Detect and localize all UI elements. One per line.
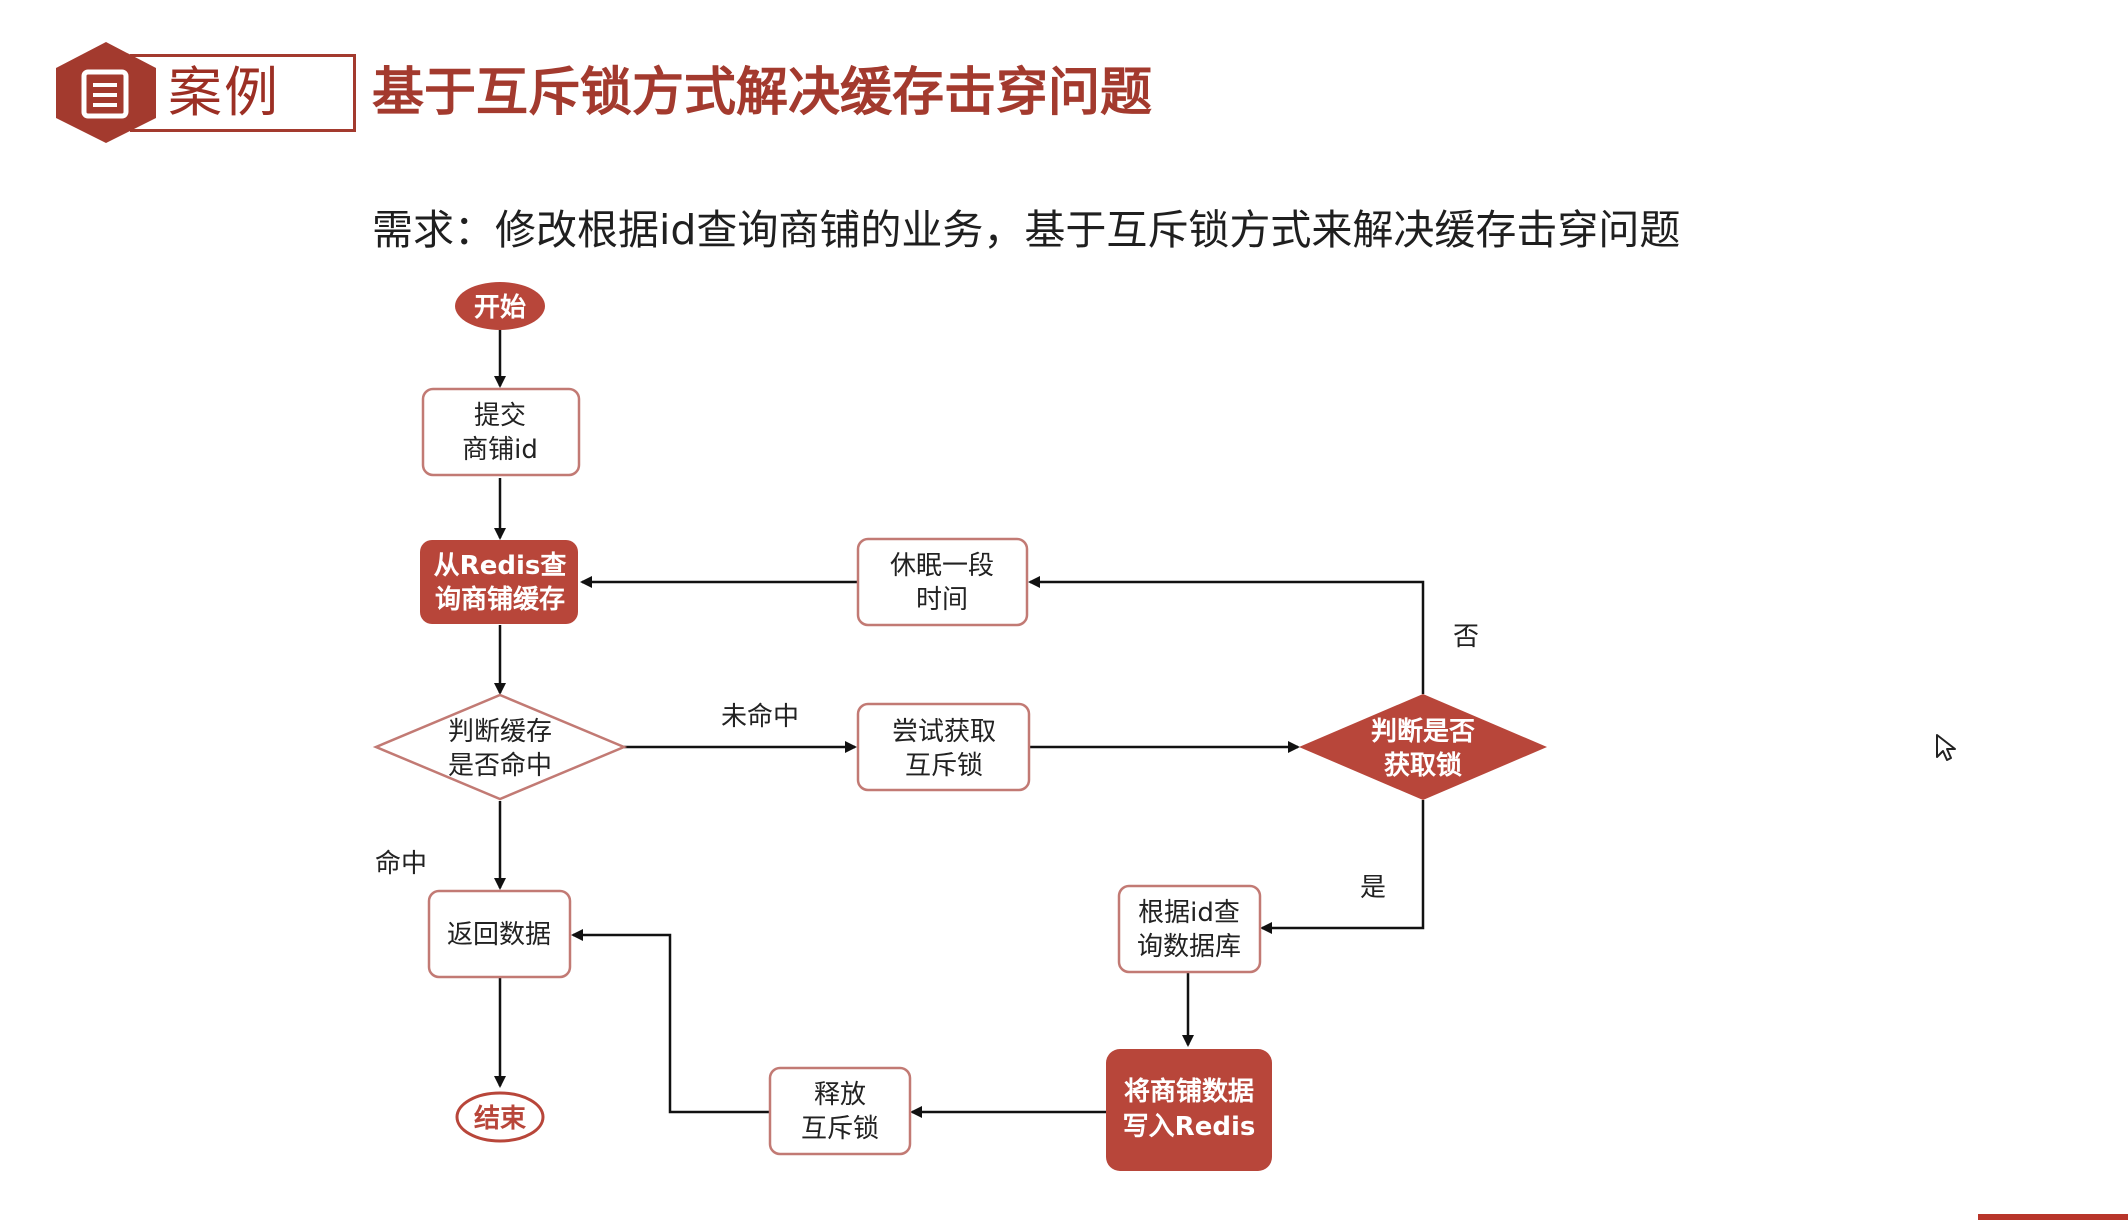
document-list-icon (56, 42, 156, 143)
node-try-lock-line2: 互斥锁 (905, 751, 983, 781)
edge-label-yes: 是 (1360, 873, 1386, 903)
badge-label: 案例 (168, 61, 280, 124)
node-sleep-line2: 时间 (916, 585, 968, 615)
node-submit-shop-id: 提交 商铺id (421, 387, 581, 477)
node-query-db-line2: 询数据库 (1137, 932, 1241, 962)
node-release-lock: 释放 互斥锁 (768, 1066, 912, 1156)
section-badge: 案例 (50, 40, 356, 145)
node-write-redis-line2: 写入Redis (1123, 1112, 1256, 1142)
node-check-cache-hit: 判断缓存 是否命中 (372, 693, 628, 801)
node-query-cache-line2: 询商铺缓存 (435, 584, 565, 615)
edge-label-miss: 未命中 (721, 702, 799, 732)
edge-release-return (571, 929, 769, 1114)
node-try-acquire-lock: 尝试获取 互斥锁 (856, 702, 1031, 792)
node-query-redis-cache: 从Redis查 询商铺缓存 (420, 540, 578, 624)
badge-frame (130, 54, 356, 132)
node-write-redis: 将商铺数据 写入Redis (1106, 1049, 1272, 1171)
node-release-line2: 互斥锁 (801, 1114, 879, 1144)
node-start-label: 开始 (474, 293, 526, 323)
requirement-text: 需求：修改根据id查询商铺的业务，基于互斥锁方式来解决缓存击穿问题 (372, 206, 1681, 254)
node-try-lock-line1: 尝试获取 (892, 717, 996, 747)
edge-checklock-querydb (1260, 800, 1425, 934)
edge-label-no: 否 (1453, 622, 1479, 652)
node-return-data: 返回数据 (427, 889, 572, 979)
node-check-lock-line2: 获取锁 (1384, 750, 1462, 781)
node-query-database: 根据id查 询数据库 (1117, 884, 1262, 974)
edge-checklock-sleep (1028, 576, 1425, 694)
node-check-lock-line1: 判断是否 (1371, 716, 1475, 747)
node-check-hit-line2: 是否命中 (448, 751, 552, 781)
node-check-lock-acquired: 判断是否 获取锁 (1299, 694, 1547, 800)
node-start: 开始 (455, 282, 545, 330)
node-end: 结束 (455, 1091, 545, 1143)
node-query-cache-line1: 从Redis查 (434, 551, 567, 581)
mouse-cursor-icon (1936, 734, 1956, 761)
node-query-db-line1: 根据id查 (1138, 898, 1240, 928)
node-end-label: 结束 (474, 1103, 527, 1134)
edge-label-hit: 命中 (375, 849, 427, 879)
node-release-line1: 释放 (814, 1080, 866, 1110)
node-check-hit-line1: 判断缓存 (448, 717, 552, 747)
bottom-accent-bar (1978, 1214, 2128, 1220)
node-return-label: 返回数据 (447, 920, 551, 950)
node-submit-line1: 提交 (474, 401, 526, 431)
page-title: 基于互斥锁方式解决缓存击穿问题 (372, 63, 1153, 123)
node-write-redis-line1: 将商铺数据 (1124, 1076, 1254, 1107)
node-submit-line2: 商铺id (462, 435, 538, 465)
node-sleep: 休眠一段 时间 (856, 537, 1029, 627)
node-sleep-line1: 休眠一段 (890, 551, 994, 581)
